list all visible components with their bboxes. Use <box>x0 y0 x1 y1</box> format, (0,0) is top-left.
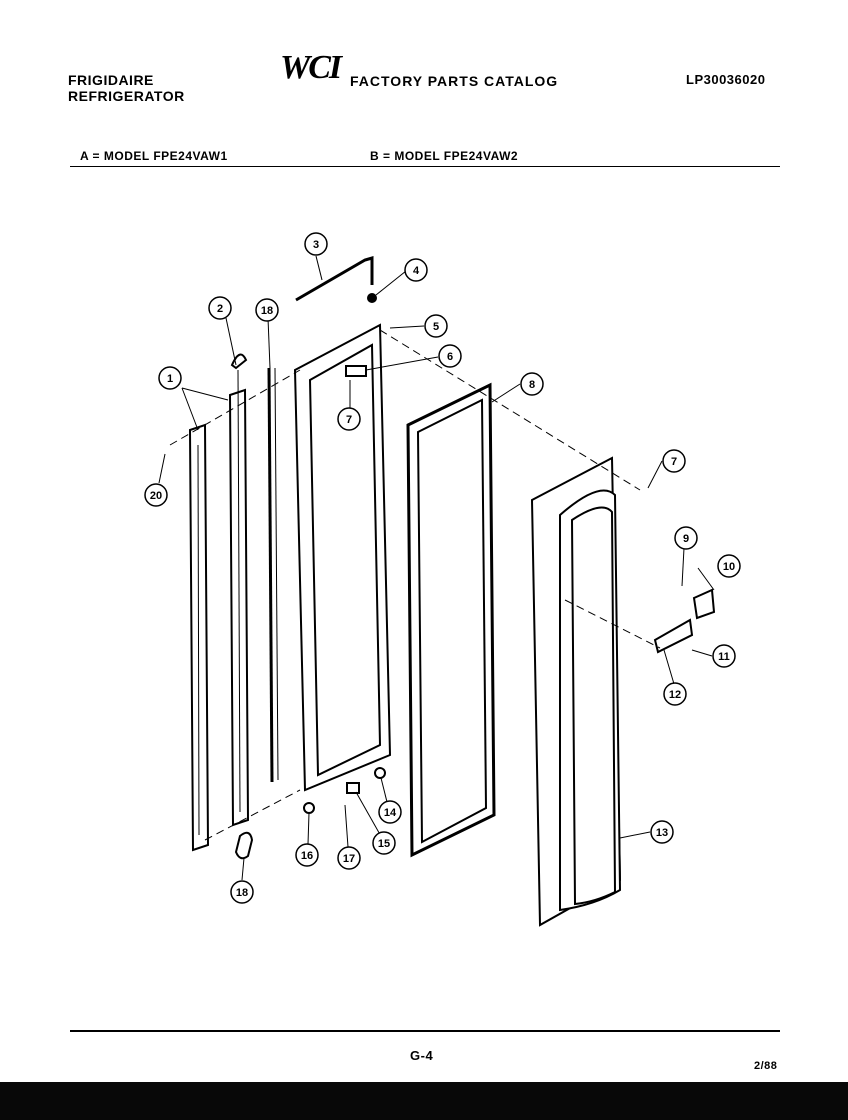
callout-label-17: 17 <box>343 853 355 865</box>
catalog-number: LP30036020 <box>686 72 766 87</box>
footer-rule <box>70 1030 780 1032</box>
callout-7a <box>337 407 361 431</box>
callout-20 <box>144 483 168 507</box>
callout-1 <box>158 366 182 390</box>
scan-bottom-bar <box>0 1082 848 1120</box>
callout-7b <box>662 449 686 473</box>
part-hinge-bottom <box>234 831 254 860</box>
part-handle-channel <box>228 353 250 827</box>
callout-13 <box>650 820 674 844</box>
part-grommet-16 <box>303 802 315 814</box>
callout-12 <box>663 682 687 706</box>
part-bracket <box>653 618 694 654</box>
callout-label-3: 3 <box>313 239 319 251</box>
callout-11 <box>712 644 736 668</box>
part-screw-4 <box>367 293 377 303</box>
catalog-date: 2/88 <box>754 1060 778 1072</box>
callout-6 <box>438 344 462 368</box>
callout-label-20: 20 <box>150 490 162 502</box>
callout-8 <box>520 372 544 396</box>
brand-label: FRIGIDAIRE REFRIGERATOR <box>68 72 238 104</box>
callout-label-14: 14 <box>384 807 397 819</box>
part-rod <box>267 367 279 783</box>
model-a-label: A = MODEL FPE24VAW1 <box>80 149 228 163</box>
page-number: G-4 <box>410 1048 434 1063</box>
part-grommet-14 <box>374 767 386 779</box>
callout-3 <box>304 232 328 256</box>
callout-label-19: 18 <box>261 305 273 317</box>
part-door-gasket <box>406 382 496 858</box>
exploded-parts-diagram: 1 2 3 4 5 6 7 8 7 9 10 11 12 13 14 15 16… <box>144 232 741 927</box>
callout-label-5: 5 <box>433 321 439 333</box>
callout-label-7b: 7 <box>671 456 677 468</box>
callout-label-13: 13 <box>656 827 668 839</box>
callout-19 <box>255 298 279 322</box>
callout-5 <box>424 314 448 338</box>
callout-15 <box>372 831 396 855</box>
part-top-rod <box>295 256 374 302</box>
callout-16 <box>295 843 319 867</box>
callout-label-6: 6 <box>447 351 453 363</box>
part-inner-liner <box>530 456 622 927</box>
part-hinge <box>692 588 716 620</box>
callout-label-7a: 7 <box>346 414 352 426</box>
part-clip-15 <box>346 782 360 794</box>
callout-14 <box>378 800 402 824</box>
brand-line-1: FRIGIDAIRE <box>68 72 154 88</box>
part-door-frame <box>293 323 392 792</box>
model-b-label: B = MODEL FPE24VAW2 <box>370 149 519 163</box>
callout-10 <box>717 554 741 578</box>
callout-label-15: 15 <box>378 838 390 850</box>
callout-label-2: 2 <box>217 303 223 315</box>
callout-label-12: 12 <box>669 689 681 701</box>
brand-line-2: REFRIGERATOR <box>68 88 185 104</box>
callout-group <box>144 232 741 904</box>
part-clip-6 <box>345 365 367 377</box>
callout-label-8: 8 <box>529 379 535 391</box>
callout-9 <box>674 526 698 550</box>
callout-4 <box>404 258 428 282</box>
catalog-title: FACTORY PARTS CATALOG <box>350 73 559 89</box>
callout-label-16: 16 <box>301 850 313 862</box>
callout-2 <box>208 296 232 320</box>
callout-label-18: 18 <box>236 887 248 899</box>
part-trim-strip <box>188 423 210 852</box>
callout-18 <box>230 880 254 904</box>
callout-label-11: 11 <box>718 651 730 663</box>
callout-label-10: 10 <box>723 561 735 573</box>
callout-label-4: 4 <box>413 265 420 277</box>
callout-label-9: 9 <box>683 533 689 545</box>
callout-label-1: 1 <box>167 373 173 385</box>
header-rule <box>70 166 780 167</box>
callout-17 <box>337 846 361 870</box>
